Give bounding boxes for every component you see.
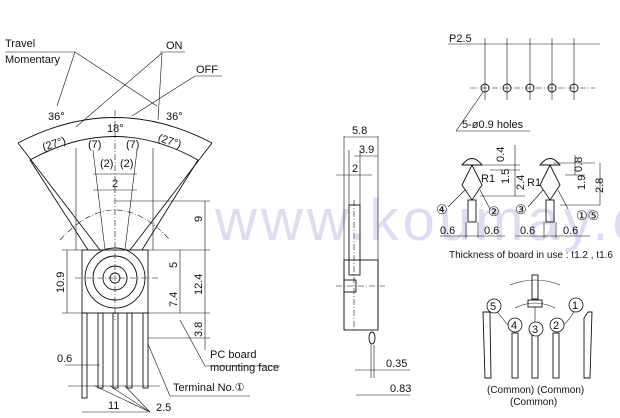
angle-left-label: 36°	[48, 111, 65, 123]
terminal-4-marker: ④	[436, 202, 448, 217]
width-1: 0.6	[440, 225, 455, 237]
dim-12-4: 12.4	[193, 274, 205, 295]
side-view: 5.8 3.9 2 0.35 0.83	[336, 125, 411, 396]
dim-7-right: (7)	[126, 139, 139, 151]
common-label-row2: (Common)	[510, 397, 557, 408]
terminal-1-5-marker: ①⑤	[576, 208, 599, 223]
angle-27-right-label: (27°)	[156, 132, 183, 151]
dim-5: 5	[168, 262, 180, 268]
holes-label: 5-ø0.9 holes	[462, 119, 524, 131]
dim-10-9: 10.9	[55, 272, 67, 293]
dim-2-left: (2)	[100, 158, 113, 170]
dim-2-5: 2.5	[156, 402, 171, 414]
pin-4-marker: 4	[507, 317, 523, 333]
pin-2-marker: 2	[549, 317, 565, 333]
svg-text:5: 5	[490, 301, 496, 313]
dim-2-8: 2.8	[594, 178, 606, 193]
front-view: Travel Momentary ON OFF 36° 36° 18° (27°…	[5, 38, 280, 414]
dim-2-right: (2)	[120, 158, 133, 170]
dim-7-left: (7)	[88, 139, 101, 151]
dim-11: 11	[108, 400, 119, 412]
dim-2-4: 2.4	[515, 175, 527, 190]
on-label: ON	[166, 40, 183, 52]
pin-3-marker: 3	[528, 321, 544, 337]
dim-0-6: 0.6	[57, 353, 72, 365]
dim-0-35: 0.35	[386, 358, 407, 370]
dim-9: 9	[193, 216, 205, 222]
pcb-hole-layout: P2.5 5-ø0.9 holes	[448, 33, 600, 132]
width-2: 0.6	[484, 225, 499, 237]
width-3: 0.6	[520, 225, 535, 237]
mounting-face-label: mounting face	[210, 362, 279, 374]
pin-diagram: 5 4 3 2 1 (Common) (Common) (Common)	[482, 274, 593, 408]
dim-0-83: 0.83	[390, 383, 411, 395]
dim-3-8: 3.8	[193, 322, 205, 337]
off-label: OFF	[196, 64, 218, 76]
momentary-label: Momentary	[5, 54, 61, 66]
terminal-detail: 0.4 1.5 2.4 R1 R1 0.8 1.9 2.8 ④ ② ③ ①⑤ 0…	[436, 145, 613, 261]
dim-0-4: 0.4	[495, 147, 507, 162]
pitch-label: P2.5	[449, 33, 472, 45]
pc-board-label: PC board	[210, 349, 256, 361]
pin-1-marker: 1	[568, 297, 584, 313]
hole-columns	[480, 38, 579, 100]
svg-text:2: 2	[553, 320, 559, 332]
angle-center-label: 18°	[107, 123, 124, 135]
angle-right-label: 36°	[166, 111, 183, 123]
board-thickness-note: Thickness of board in use : t1.2 , t1.6	[449, 250, 613, 261]
angle-27-left-label: (27°)	[41, 135, 68, 154]
r1-right: R1	[527, 177, 541, 189]
terminal-2-marker: ②	[488, 204, 500, 219]
dim-1-5: 1.5	[500, 169, 512, 184]
dim-3-9: 3.9	[359, 144, 374, 156]
dim-5-8: 5.8	[352, 125, 367, 137]
svg-text:4: 4	[511, 320, 517, 332]
width-4: 0.6	[563, 225, 578, 237]
svg-text:1: 1	[572, 300, 578, 312]
dim-7-4: 7.4	[168, 292, 180, 307]
svg-text:3: 3	[532, 324, 538, 336]
terminal-no-label: Terminal No.①	[173, 382, 245, 394]
pin-5-marker: 5	[486, 298, 502, 314]
terminal-3-marker: ③	[515, 202, 527, 217]
dim-0-8: 0.8	[573, 157, 585, 172]
r1-left: R1	[481, 173, 495, 185]
common-label-row1: (Common) (Common)	[487, 385, 584, 396]
travel-label: Travel	[5, 38, 35, 50]
dim-2: 2	[112, 178, 118, 190]
dim-1-9: 1.9	[576, 175, 588, 190]
watermark: www.koumay.com	[214, 188, 620, 253]
dim-2-side: 2	[352, 163, 358, 175]
